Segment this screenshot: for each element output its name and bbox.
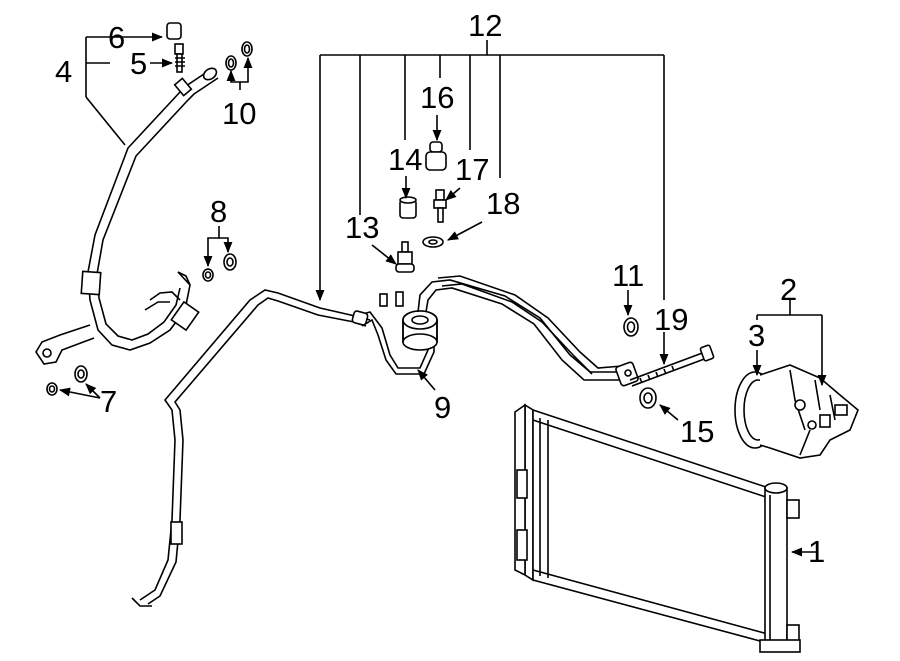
callout-15: 15: [680, 414, 714, 449]
o-ring-18: [422, 236, 444, 248]
callout-7: 7: [100, 384, 117, 419]
compressor-2: [734, 364, 859, 459]
pressure-switch-13: [395, 241, 415, 273]
callout-9: 9: [434, 390, 451, 425]
callout-10: 10: [222, 96, 256, 131]
callout-8: 8: [210, 194, 227, 229]
callout-18: 18: [486, 186, 520, 221]
o-rings-7: [46, 365, 88, 396]
valve-core-5-6: [166, 22, 185, 73]
callout-4: 4: [55, 54, 72, 89]
callout-labels: 1 2 3 4 5 6 7 8 9 10 11 12 13 14 15 16 1…: [55, 8, 825, 569]
callout-6: 6: [108, 20, 125, 55]
cap-14: [399, 196, 417, 219]
callout-14: 14: [388, 142, 422, 177]
suction-hose-assembly: [35, 67, 219, 365]
callout-19: 19: [654, 302, 688, 337]
o-rings-10: [225, 41, 253, 71]
callout-11: 11: [612, 258, 644, 293]
callout-2: 2: [780, 272, 797, 307]
leader-lines: [58, 32, 827, 557]
callout-13: 13: [345, 210, 379, 245]
o-rings-8: [202, 253, 237, 282]
o-ring-15: [639, 387, 657, 409]
callout-16: 16: [420, 80, 454, 115]
callout-12: 12: [468, 8, 502, 43]
callout-1: 1: [808, 534, 825, 569]
cap-16: [425, 141, 447, 171]
callout-5: 5: [130, 46, 147, 81]
o-ring-11: [623, 317, 639, 337]
valve-core-17: [433, 189, 447, 223]
callout-3: 3: [748, 318, 765, 353]
condenser-1: [514, 403, 801, 653]
bolt-19: [629, 344, 715, 387]
callout-17: 17: [455, 152, 489, 187]
